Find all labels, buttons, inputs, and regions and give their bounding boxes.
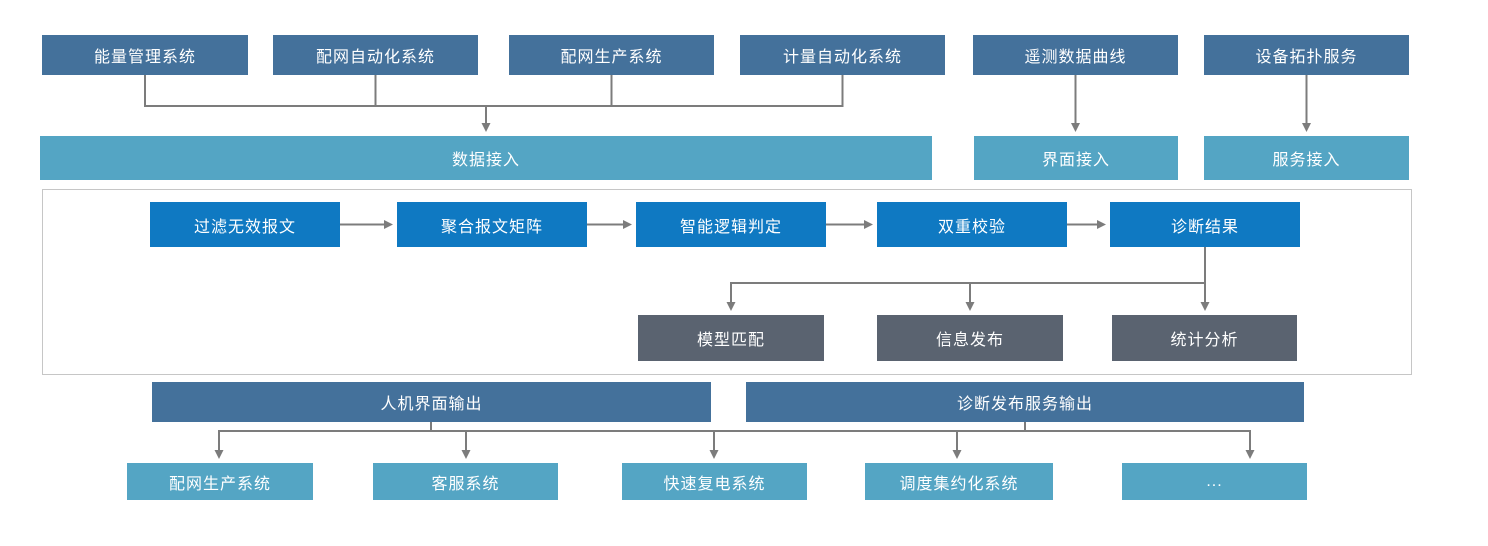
node-information-publish: 信息发布 xyxy=(877,315,1063,361)
node-target-dispatch-centralization-system: 调度集约化系统 xyxy=(865,463,1053,500)
node-filter-invalid-messages: 过滤无效报文 xyxy=(150,202,340,247)
node-device-topology-service: 设备拓扑服务 xyxy=(1204,35,1409,75)
bar-diagnosis-publish-service-output: 诊断发布服务输出 xyxy=(746,382,1304,422)
node-model-matching: 模型匹配 xyxy=(638,315,824,361)
node-distribution-production-system: 配网生产系统 xyxy=(509,35,714,75)
bar-ui-access: 界面接入 xyxy=(974,136,1178,180)
node-distribution-automation-system: 配网自动化系统 xyxy=(273,35,478,75)
node-target-distribution-production-system: 配网生产系统 xyxy=(127,463,313,500)
bar-service-access: 服务接入 xyxy=(1204,136,1409,180)
node-metering-automation-system: 计量自动化系统 xyxy=(740,35,945,75)
node-diagnosis-result: 诊断结果 xyxy=(1110,202,1300,247)
node-target-customer-service-system: 客服系统 xyxy=(373,463,558,500)
bar-hmi-output: 人机界面输出 xyxy=(152,382,711,422)
node-target-rapid-power-restoration-system: 快速复电系统 xyxy=(622,463,807,500)
node-aggregate-message-matrix: 聚合报文矩阵 xyxy=(397,202,587,247)
node-double-verification: 双重校验 xyxy=(877,202,1067,247)
node-statistics-analysis: 统计分析 xyxy=(1112,315,1297,361)
node-telemetry-data-curve: 遥测数据曲线 xyxy=(973,35,1178,75)
node-energy-management-system: 能量管理系统 xyxy=(42,35,248,75)
node-target-more: ... xyxy=(1122,463,1307,500)
node-intelligent-logic-judgment: 智能逻辑判定 xyxy=(636,202,826,247)
bar-data-access: 数据接入 xyxy=(40,136,932,180)
